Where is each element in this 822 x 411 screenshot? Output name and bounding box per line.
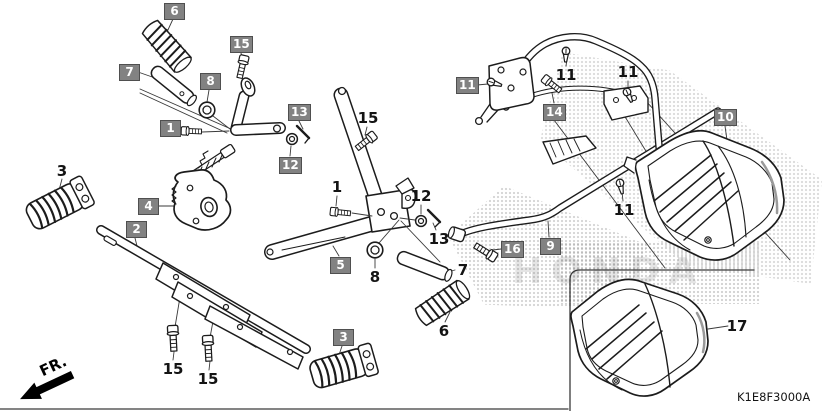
callout-11-b: 11 xyxy=(617,63,639,81)
callout-box-10[interactable]: 10 xyxy=(714,109,737,126)
callout-box-13[interactable]: 13 xyxy=(288,104,311,121)
part-3-step-rubber-front xyxy=(21,174,97,235)
part-15-bolt-bottom-left xyxy=(166,324,181,353)
callout-box-7[interactable]: 7 xyxy=(119,64,140,81)
part-9-carrier-pipe xyxy=(447,107,722,243)
part-13-pin-top xyxy=(295,124,311,144)
part-7-pivot-pin-top xyxy=(150,65,198,107)
callout-8-center: 8 xyxy=(369,268,381,286)
callout-6-center: 6 xyxy=(438,322,450,340)
frame-lines xyxy=(0,269,755,411)
part-3-step-rubber-rear xyxy=(306,341,380,393)
part-8-washer-center xyxy=(366,241,384,259)
callout-7-center: 7 xyxy=(457,261,469,279)
callout-box-5[interactable]: 5 xyxy=(330,257,351,274)
callout-box-6[interactable]: 6 xyxy=(164,3,185,20)
callout-15-right: 15 xyxy=(197,370,219,388)
callout-17: 17 xyxy=(726,317,748,335)
callout-box-9[interactable]: 9 xyxy=(540,238,561,255)
fr-direction-arrow: FR. xyxy=(20,352,75,400)
part-1-bolt-center xyxy=(329,206,352,219)
part-1-bolt-top xyxy=(180,125,203,137)
callout-box-8[interactable]: 8 xyxy=(200,73,221,90)
callout-15-left: 15 xyxy=(162,360,184,378)
part-7-pivot-pin-center xyxy=(396,250,453,282)
callout-box-14[interactable]: 14 xyxy=(543,104,566,121)
part-15-bolt-bottom-right xyxy=(201,334,216,363)
honda-watermark: HONDA xyxy=(512,251,706,292)
callout-box-12[interactable]: 12 xyxy=(279,157,302,174)
part-4-bracket-assembly xyxy=(171,77,286,231)
callout-box-11[interactable]: 11 xyxy=(456,77,479,94)
callout-box-1[interactable]: 1 xyxy=(160,120,181,137)
callout-3-front: 3 xyxy=(56,162,68,180)
callout-box-3[interactable]: 3 xyxy=(333,329,354,346)
part-12-nut-center xyxy=(414,214,428,228)
part-6-rubber-grip-center xyxy=(412,277,474,329)
part-17-floor-step xyxy=(570,278,709,397)
callout-box-16[interactable]: 16 xyxy=(501,241,524,258)
part-16-bolt xyxy=(471,240,500,264)
callout-13-center: 13 xyxy=(428,230,450,248)
part-2-step-bar xyxy=(96,225,311,370)
callout-11-c: 11 xyxy=(613,201,635,219)
callout-box-4[interactable]: 4 xyxy=(138,198,159,215)
part-14-carrier-handle xyxy=(474,33,665,174)
part-15-bolt-top xyxy=(233,53,251,80)
callout-12-center: 12 xyxy=(410,187,432,205)
callout-1-center: 1 xyxy=(331,178,343,196)
part-6-rubber-grip-top xyxy=(139,17,195,76)
callout-box-2[interactable]: 2 xyxy=(126,221,147,238)
part-13-pin-center xyxy=(426,208,442,228)
part-10-floor-step xyxy=(623,129,785,261)
callout-15-center: 15 xyxy=(357,109,379,127)
part-11-screw-d xyxy=(614,177,627,196)
callout-box-15[interactable]: 15 xyxy=(230,36,253,53)
diagram-code: K1E8F3000A xyxy=(737,390,811,404)
part-12-nut-top xyxy=(285,132,299,146)
part-11-screw-b xyxy=(561,46,571,63)
callout-11-a: 11 xyxy=(555,66,577,84)
part-8-washer-top xyxy=(198,101,216,119)
